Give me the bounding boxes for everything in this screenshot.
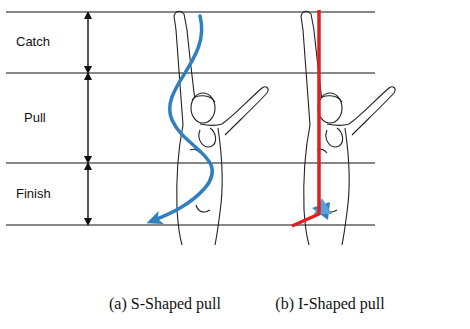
subfigure-caption: (b) I-Shaped pull <box>273 295 386 313</box>
subfigure-caption: (a) S-Shaped pull <box>107 295 223 313</box>
i-pull-fan <box>314 198 332 214</box>
phase-label: Finish <box>14 187 53 202</box>
phase-label: Pull <box>22 111 48 126</box>
swimmer-figure <box>174 11 268 245</box>
phase-arrows <box>87 15 88 222</box>
s-pull-path <box>152 16 212 221</box>
phase-label: Catch <box>14 35 52 50</box>
i-pull-path <box>292 10 319 226</box>
